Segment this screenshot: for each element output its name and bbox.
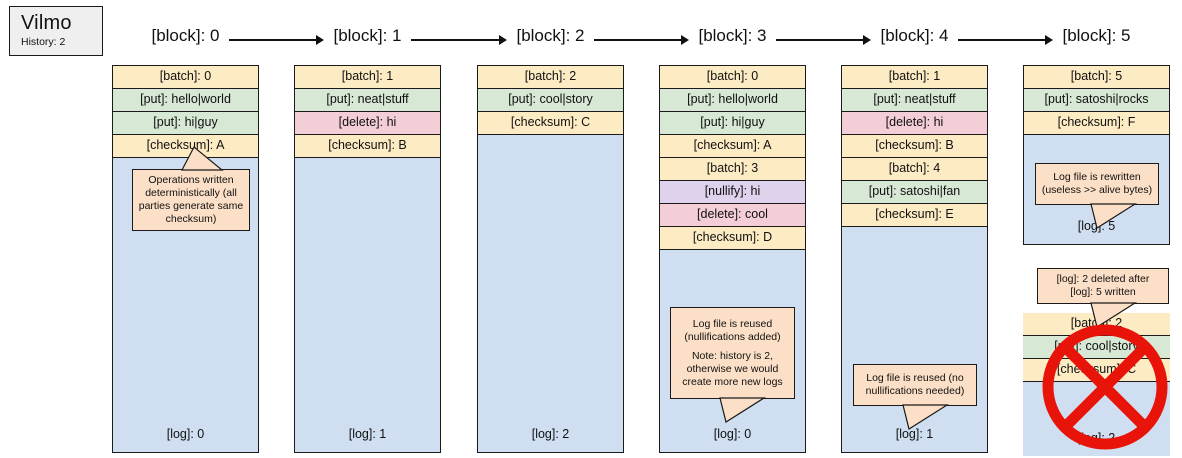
log-column-3-callout: Log file is reused(nullifications added)… (670, 307, 795, 399)
log-entry-batch: [batch]: 0 (660, 66, 805, 89)
log-entry-checksum: [checksum]: C (478, 112, 623, 135)
log-column-5-callout-line: (useless >> alive bytes) (1041, 184, 1153, 196)
log-entry-checksum: [checksum]: F (1024, 112, 1169, 135)
log-file-2: [batch]: 2[put]: cool|story[checksum]: C… (477, 65, 624, 453)
arrow-block-2-to-3 (594, 35, 689, 45)
log-column-0-callout-line: Operations written (148, 174, 234, 186)
log-file-0: [batch]: 0[put]: hello|world[put]: hi|gu… (112, 65, 259, 453)
deleted-log-callout-line: [log]: 2 deleted after (1056, 273, 1150, 285)
log-entry-checksum: [checksum]: B (295, 135, 440, 158)
log-column-0-callout-line: checksum) (165, 213, 217, 225)
log-file-4: [batch]: 1[put]: neat|stuff[delete]: hi[… (841, 65, 988, 453)
log-entry-batch: [batch]: 2 (478, 66, 623, 89)
log-entry-put: [put]: neat|stuff (842, 89, 987, 112)
log-file-label-4: [log]: 1 (895, 427, 934, 441)
deleted-log-callout-line: [log]: 5 written (1070, 286, 1136, 298)
log-entry-checksum: [checksum]: D (660, 227, 805, 250)
log-entry-put: [put]: hello|world (113, 89, 258, 112)
log-column-5-callout-tail (1090, 203, 1138, 229)
deleted-log-free-space: [log]: 2 (1023, 382, 1170, 456)
log-entry-batch: [batch]: 0 (113, 66, 258, 89)
log-column-4-callout-line: nullifications needed) (865, 385, 965, 397)
block-label-3: [block]: 3 (698, 26, 767, 45)
log-column-3-callout-line: Note: history is 2, (691, 349, 774, 362)
deleted-log-file-label: [log]: 2 (1077, 431, 1116, 445)
log-entry-put: [put]: satoshi|rocks (1024, 89, 1169, 112)
log-file-label-0: [log]: 0 (166, 427, 205, 441)
log-column-3-callout-line: otherwise we would (686, 362, 779, 375)
block-label-5: [block]: 5 (1062, 26, 1131, 45)
log-entry-batch: [batch]: 4 (842, 158, 987, 181)
log-column-3-callout-line: Log file is reused (692, 317, 773, 330)
log-entry-checksum: [checksum]: E (842, 204, 987, 227)
log-entry-delete: [delete]: cool (660, 204, 805, 227)
log-column-0-callout-line: parties generate same (138, 200, 244, 212)
log-entry-batch: [batch]: 1 (295, 66, 440, 89)
log-entry-put: [put]: cool|story (478, 89, 623, 112)
history-setting: History: 2 (21, 36, 66, 48)
log-entry-nullify: [nullify]: hi (660, 181, 805, 204)
log-column-4-callout-tail (902, 404, 950, 430)
log-column-3-callout-tail (719, 397, 767, 423)
log-free-space-2: [log]: 2 (478, 135, 623, 452)
deleted-log-callout: [log]: 2 deleted after[log]: 5 written (1037, 268, 1169, 304)
arrow-block-4-to-5 (958, 35, 1053, 45)
log-entry-checksum: [checksum]: B (842, 135, 987, 158)
log-column-3-callout-line: (nullifications added) (684, 330, 781, 343)
block-label-2: [block]: 2 (516, 26, 585, 45)
arrow-block-3-to-4 (776, 35, 871, 45)
log-file-label-3: [log]: 0 (713, 427, 752, 441)
arrow-block-1-to-2 (411, 35, 507, 45)
log-entry-put: [put]: neat|stuff (295, 89, 440, 112)
log-file-1: [batch]: 1[put]: neat|stuff[delete]: hi[… (294, 65, 441, 453)
arrow-block-0-to-1 (229, 35, 324, 45)
log-column-0-callout-tail (181, 146, 224, 171)
deleted-log-file: [batch]: 2[put]: cool|story[checksum]: C… (1023, 313, 1170, 458)
log-entry-checksum: [checksum]: A (113, 135, 258, 158)
log-free-space-1: [log]: 1 (295, 158, 440, 452)
log-file-label-1: [log]: 1 (348, 427, 387, 441)
log-entry-put: [put]: satoshi|fan (842, 181, 987, 204)
log-entry-put: [put]: hello|world (660, 89, 805, 112)
log-column-5-callout-line: Log file is rewritten (1053, 171, 1141, 183)
log-entry-put: [put]: hi|guy (660, 112, 805, 135)
log-entry-batch: [batch]: 1 (842, 66, 987, 89)
log-file-label-2: [log]: 2 (531, 427, 570, 441)
log-column-0-callout-line: deterministically (all (145, 187, 237, 199)
log-entry-delete: [delete]: hi (295, 112, 440, 135)
log-entry-delete: [delete]: hi (842, 112, 987, 135)
log-entry-checksum: [checksum]: A (660, 135, 805, 158)
log-column-4-callout-line: Log file is reused (no (866, 372, 964, 384)
log-entry-put: [put]: hi|guy (113, 112, 258, 135)
log-entry-batch: [batch]: 5 (1024, 66, 1169, 89)
log-column-3-callout-line: create more new logs (682, 375, 783, 388)
log-column-5-callout: Log file is rewritten(useless >> alive b… (1035, 163, 1159, 205)
deleted-log-callout-tail (1090, 302, 1138, 328)
deleted-log-entry-put: [put]: cool|story (1023, 336, 1170, 359)
block-label-4: [block]: 4 (880, 26, 949, 45)
deleted-log-entry-checksum: [checksum]: C (1023, 359, 1170, 382)
block-label-0: [block]: 0 (151, 26, 220, 45)
app-title: Vilmo (21, 12, 72, 34)
title-card: Vilmo History: 2 (9, 6, 103, 56)
block-label-1: [block]: 1 (333, 26, 402, 45)
log-entry-batch: [batch]: 3 (660, 158, 805, 181)
